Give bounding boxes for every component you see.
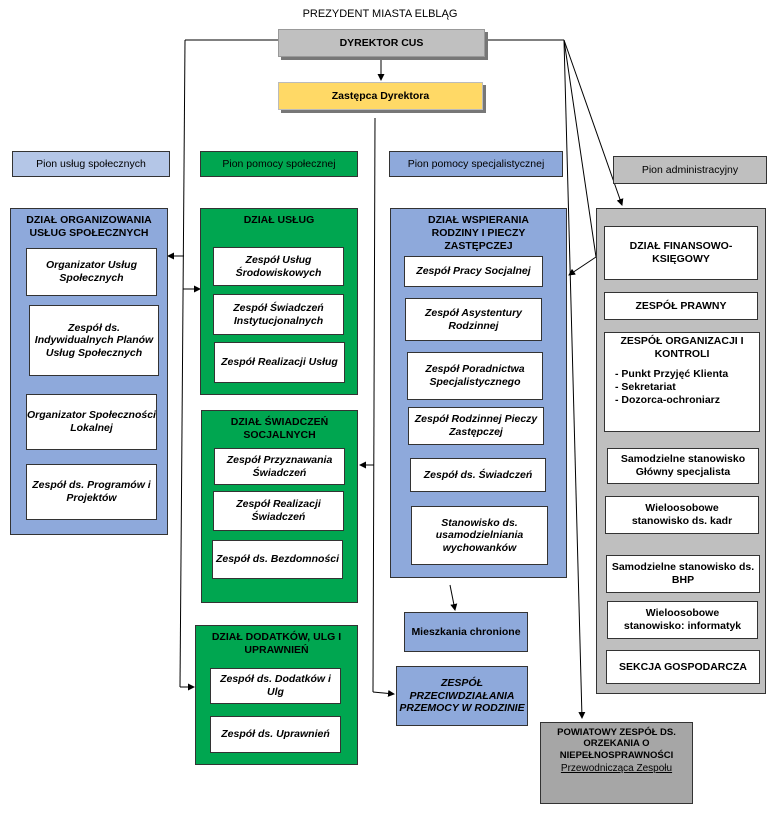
list-item: - Punkt Przyjęć Klienta xyxy=(615,368,729,381)
prezydent-label: PREZYDENT MIASTA ELBLĄG xyxy=(302,8,458,21)
sekcja-gospodarcza-box: SEKCJA GOSPODARCZA xyxy=(606,650,760,684)
zespol-pracy-socjalnej-box: Zespół Pracy Socjalnej xyxy=(404,256,543,287)
organizator-uslug-box: Organizator Usług Społecznych xyxy=(26,248,157,296)
zespol-rodzinnej-pieczy-box: Zespół Rodzinnej Pieczy Zastępczej xyxy=(408,407,544,445)
zespol-rodzinnej-pieczy-label: Zespół Rodzinnej Pieczy Zastępczej xyxy=(414,413,538,438)
dzial-wspierania-title: DZIAŁ WSPIERANIA RODZINY I PIECZY ZASTĘP… xyxy=(428,214,529,253)
dzial-dodatkow-title: DZIAŁ DODATKÓW, ULG I UPRAWNIEŃ xyxy=(211,631,342,657)
zespol-prawny-label: ZESPÓŁ PRAWNY xyxy=(635,299,727,312)
zespol-realizacji-uslug-box: Zespół Realizacji Usług xyxy=(214,342,345,383)
pion-specjalistyczny-label: Pion pomocy specjalistycznej xyxy=(407,157,545,170)
zespol-poradnictwa-label: Zespół Poradnictwa Specjalistycznego xyxy=(425,363,525,388)
dyrektor-label: DYREKTOR CUS xyxy=(339,36,424,49)
list-item: - Dozorca-ochroniarz xyxy=(615,394,721,407)
zespol-dodatkow-label: Zespół ds. Dodatków i Ulg xyxy=(220,673,331,698)
zespol-programow-box: Zespół ds. Programów i Projektów xyxy=(26,464,157,520)
zespol-programow-label: Zespół ds. Programów i Projektów xyxy=(32,479,151,504)
zespol-realizacji-uslug-label: Zespół Realizacji Usług xyxy=(221,356,338,369)
zespol-ds-swiadczen-label: Zespół ds. Świadczeń xyxy=(423,468,533,481)
stanowisko-usamodzielniania-label: Stanowisko ds. usamodzielniania wychowan… xyxy=(435,516,524,554)
zespol-prawny-box: ZESPÓŁ PRAWNY xyxy=(604,292,758,320)
stanowisko-informatyk-label: Wieloosobowe stanowisko: informatyk xyxy=(623,607,742,632)
stanowisko-kadr-label: Wieloosobowe stanowisko ds. kadr xyxy=(631,502,733,527)
zespol-przemocy-label: ZESPÓŁ PRZECIWDZIAŁANIA PRZEMOCY W RODZI… xyxy=(399,677,525,715)
zespol-bezdomnosci-label: Zespół ds. Bezdomności xyxy=(215,553,340,566)
zespol-asystentury-box: Zespół Asystentury Rodzinnej xyxy=(405,298,542,341)
zespol-asystentury-label: Zespół Asystentury Rodzinnej xyxy=(424,306,523,332)
zespol-pracy-socjalnej-label: Zespół Pracy Socjalnej xyxy=(416,265,531,278)
zespol-uslug-srodowiskowych-label: Zespół Usług Środowiskowych xyxy=(235,253,322,279)
dzial-organizowania-title: DZIAŁ ORGANIZOWANIA USŁUG SPOŁECZNYCH xyxy=(26,214,152,240)
zastepca-label: Zastępca Dyrektora xyxy=(331,89,430,102)
zastepca-box: Zastępca Dyrektora xyxy=(278,82,483,110)
pion-pomocy-box: Pion pomocy społecznej xyxy=(200,151,358,177)
zespol-dodatkow-box: Zespół ds. Dodatków i Ulg xyxy=(210,668,341,704)
zespol-uprawnien-box: Zespół ds. Uprawnień xyxy=(210,716,341,753)
pion-uslug-label: Pion usług społecznych xyxy=(36,157,146,170)
dzial-finansowo-box: DZIAŁ FINANSOWO-KSIĘGOWY xyxy=(604,226,758,280)
zespol-uslug-srodowiskowych-box: Zespół Usług Środowiskowych xyxy=(213,247,344,286)
zespol-przyznawania-label: Zespół Przyznawania Świadczeń xyxy=(226,453,333,479)
zespol-ds-swiadczen-box: Zespół ds. Świadczeń xyxy=(410,458,546,492)
organizator-spolecznosci-box: Organizator Społeczności Lokalnej xyxy=(26,394,157,450)
pion-pomocy-label: Pion pomocy społecznej xyxy=(222,157,336,170)
zespol-przyznawania-box: Zespół Przyznawania Świadczeń xyxy=(214,448,345,485)
zespol-organizacji-title: ZESPÓŁ ORGANIZACJI I KONTROLI xyxy=(620,335,744,360)
zespol-indywidualnych-label: Zespół ds. Indywidualnych Planów Usług S… xyxy=(34,321,154,359)
stanowisko-kadr-box: Wieloosobowe stanowisko ds. kadr xyxy=(605,496,759,534)
przewodniczaca-label: Przewodnicząca Zespołu xyxy=(560,763,673,775)
dzial-uslug-title: DZIAŁ USŁUG xyxy=(243,214,315,226)
powiatowy-zespol-box: POWIATOWY ZESPÓŁ DS. ORZEKANIA O NIEPEŁN… xyxy=(540,722,693,804)
zespol-realizacji-swiadczen-label: Zespół Realizacji Świadczeń xyxy=(236,498,321,523)
zespol-poradnictwa-box: Zespół Poradnictwa Specjalistycznego xyxy=(407,352,543,400)
powiatowy-zespol-title: POWIATOWY ZESPÓŁ DS. ORZEKANIA O NIEPEŁN… xyxy=(557,727,676,761)
list-item: - Sekretariat xyxy=(615,381,676,394)
zespol-swiadczen-instytucjonalnych-label: Zespół Świadczeń Instytucjonalnych xyxy=(233,301,324,327)
zespol-realizacji-swiadczen-box: Zespół Realizacji Świadczeń xyxy=(213,491,344,531)
stanowisko-bhp-label: Samodzielne stanowisko ds. BHP xyxy=(611,561,755,586)
zespol-indywidualnych-box: Zespół ds. Indywidualnych Planów Usług S… xyxy=(29,305,159,376)
dzial-finansowo-label: DZIAŁ FINANSOWO-KSIĘGOWY xyxy=(629,240,733,265)
pion-administracyjny-box: Pion administracyjny xyxy=(613,156,767,184)
zespol-organizacji-box: ZESPÓŁ ORGANIZACJI I KONTROLI - Punkt Pr… xyxy=(604,332,760,432)
pion-uslug-box: Pion usług społecznych xyxy=(12,151,170,177)
mieszkania-chronione-label: Mieszkania chronione xyxy=(411,625,521,638)
zespol-organizacji-list: - Punkt Przyjęć Klienta - Sekretariat - … xyxy=(605,368,759,407)
zespol-uprawnien-label: Zespół ds. Uprawnień xyxy=(221,728,330,741)
glowny-specjalista-label: Samodzielne stanowisko Główny specjalist… xyxy=(620,453,746,478)
dzial-swiadczen-title: DZIAŁ ŚWIADCZEŃ SOCJALNYCH xyxy=(230,416,329,442)
zespol-przemocy-box: ZESPÓŁ PRZECIWDZIAŁANIA PRZEMOCY W RODZI… xyxy=(396,666,528,726)
glowny-specjalista-box: Samodzielne stanowisko Główny specjalist… xyxy=(607,448,759,484)
mieszkania-chronione-box: Mieszkania chronione xyxy=(404,612,528,652)
sekcja-gospodarcza-label: SEKCJA GOSPODARCZA xyxy=(619,660,747,673)
stanowisko-informatyk-box: Wieloosobowe stanowisko: informatyk xyxy=(607,601,758,639)
organizator-uslug-label: Organizator Usług Społecznych xyxy=(45,259,137,284)
organizator-spolecznosci-label: Organizator Społeczności Lokalnej xyxy=(27,409,156,434)
stanowisko-bhp-box: Samodzielne stanowisko ds. BHP xyxy=(606,555,760,593)
pion-specjalistyczny-box: Pion pomocy specjalistycznej xyxy=(389,151,563,177)
pion-administracyjny-label: Pion administracyjny xyxy=(641,163,739,176)
dyrektor-box: DYREKTOR CUS xyxy=(278,29,485,57)
zespol-swiadczen-instytucjonalnych-box: Zespół Świadczeń Instytucjonalnych xyxy=(213,294,344,335)
stanowisko-usamodzielniania-box: Stanowisko ds. usamodzielniania wychowan… xyxy=(411,506,548,565)
zespol-bezdomnosci-box: Zespół ds. Bezdomności xyxy=(212,540,343,579)
